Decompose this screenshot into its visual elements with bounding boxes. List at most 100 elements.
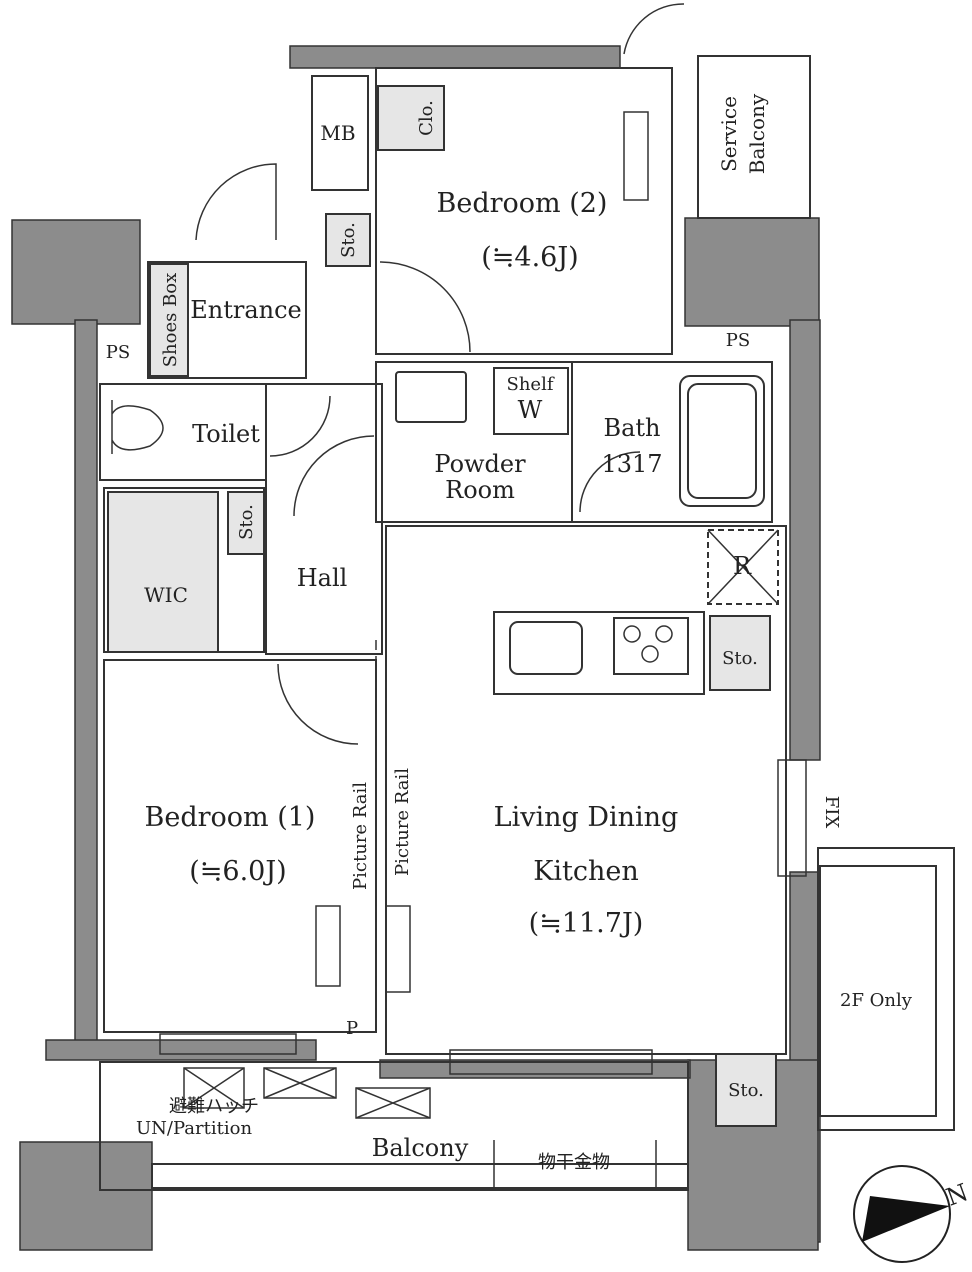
door-swing-toilet: [269, 395, 331, 457]
service-balcony-outline: [697, 55, 811, 219]
door-swing-bedroom2: [379, 261, 471, 353]
wall-top: [289, 45, 621, 69]
mb-closet: [311, 75, 369, 191]
window-bedroom1: [159, 1033, 297, 1055]
room-outlines: [99, 55, 955, 1191]
sto-label-hall: Sto.: [236, 504, 257, 540]
entrance-label: Entrance: [190, 296, 302, 324]
vent-cross-2: [355, 1087, 431, 1119]
aircon-bedroom2: [623, 111, 649, 201]
sto-label-kitchen: Sto.: [722, 648, 758, 669]
sto-block-kitchen: [709, 615, 771, 691]
aircon-ldk: [385, 905, 411, 993]
ps-label-right: PS: [726, 330, 750, 351]
ldk-label-1: Living Dining: [494, 802, 679, 833]
door-swing-top: [623, 3, 685, 55]
p-label: P: [346, 1018, 358, 1039]
hall-label: Hall: [297, 564, 348, 592]
emergency-hatch-label: 避難ハッチ: [169, 1096, 259, 1117]
fixture-labels: MB Clo. Sto. Shoes Box PS PS Shelf W Sto…: [106, 100, 842, 1173]
shoes-box-block: [149, 263, 189, 377]
vent-cross-1: [263, 1067, 337, 1099]
fix-label: FIX: [821, 796, 842, 829]
column-right-top: [684, 217, 820, 327]
picture-rail-label-1: Picture Rail: [350, 782, 371, 890]
washbasin: [395, 371, 467, 423]
hatch-cross: [183, 1067, 245, 1109]
wall-bottom: [45, 1039, 317, 1061]
burner-1: [623, 625, 641, 643]
balcony-rail: [151, 1163, 689, 1189]
powder-label-2: Room: [445, 476, 515, 504]
column-top-left: [11, 219, 141, 325]
wic-label: WIC: [144, 583, 188, 607]
sto-label-balcony: Sto.: [728, 1080, 764, 1101]
burner-3: [641, 645, 659, 663]
aircon-bedroom1: [315, 905, 341, 987]
bathtub-inner: [687, 383, 757, 499]
shoes-box-label: Shoes Box: [160, 273, 181, 368]
bedroom2-size: (≒4.6J): [481, 242, 578, 273]
window-ldk: [449, 1049, 653, 1075]
structural-walls: [11, 45, 821, 1251]
stove: [613, 617, 689, 675]
hall-outline: [265, 383, 383, 655]
sto-block-hall: [227, 491, 265, 555]
picture-rail-label-2: Picture Rail: [392, 768, 413, 876]
two-f-only-outline: [817, 847, 955, 1131]
door-swing-bedroom1: [277, 663, 359, 745]
drying-hardware-label: 物干金物: [538, 1152, 610, 1173]
door-swing-hall: [293, 435, 375, 517]
sto-block-bedroom2: [325, 213, 371, 267]
compass: N: [853, 1165, 972, 1263]
clo-label: Clo.: [416, 100, 437, 136]
door-swing-bath: [579, 451, 641, 513]
storage-blocks: [107, 85, 777, 1127]
bedroom1-outline: [103, 659, 377, 1033]
vent-2: [355, 1087, 431, 1119]
ps-label-left: PS: [106, 342, 130, 363]
fridge-cross: [707, 529, 779, 605]
bathtub: [679, 375, 765, 507]
detail-lines: [111, 3, 807, 1188]
fridge-space: [707, 529, 779, 605]
bath-label-1: Bath: [603, 414, 660, 442]
w-label: W: [518, 396, 543, 424]
bedroom1-size: (≒6.0J): [189, 856, 286, 887]
sink: [509, 621, 583, 675]
bath-outline: [571, 361, 773, 523]
toilet-bowl: [111, 400, 164, 454]
compass-circle: [853, 1165, 951, 1263]
powder-label-1: Powder: [434, 450, 526, 478]
sto-label-bedroom2: Sto.: [338, 222, 359, 258]
drying-hardware-lines: [493, 1140, 657, 1188]
bedroom1-name: Bedroom (1): [145, 802, 316, 833]
washing-machine: [493, 367, 569, 435]
un-partition-label: UN/Partition: [136, 1118, 252, 1139]
wall-left: [74, 319, 98, 1043]
door-swing-entrance: [195, 163, 277, 241]
two-f-only-label: 2F Only: [840, 990, 913, 1011]
bath-label-2: 1317: [601, 450, 662, 478]
balcony-label: Balcony: [372, 1134, 469, 1162]
sto-block-balcony: [715, 1053, 777, 1127]
bedroom2-outline: [375, 67, 673, 355]
balcony-outline: [99, 1061, 689, 1191]
hatch: [183, 1067, 245, 1109]
kitchen-counter: [493, 611, 705, 695]
bedroom2-name: Bedroom (2): [437, 188, 608, 219]
room-labels: Bedroom (2) (≒4.6J) Entrance Toilet WIC …: [144, 93, 913, 1162]
window-fix: [777, 759, 807, 877]
service-balcony-label-1: Service: [717, 96, 741, 172]
vent-1: [263, 1067, 337, 1099]
two-f-only-inner: [819, 865, 937, 1117]
r-label: R: [733, 552, 752, 580]
compass-arrow-icon: [862, 1196, 950, 1242]
service-balcony-label-2: Balcony: [745, 93, 769, 174]
column-bottom-left: [19, 1141, 153, 1251]
burner-2: [655, 625, 673, 643]
wic-block: [107, 491, 219, 653]
ldk-outline: [385, 525, 787, 1055]
clo-block: [377, 85, 445, 151]
